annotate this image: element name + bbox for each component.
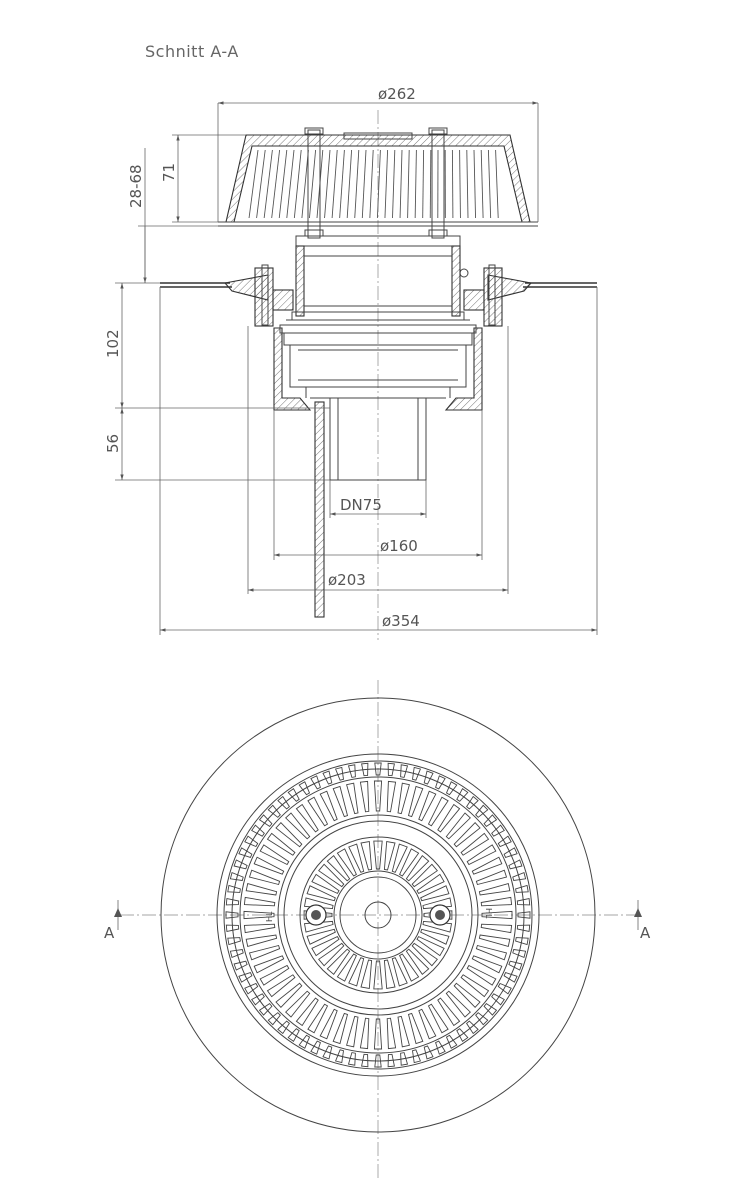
section-mark-right: A [640,924,651,942]
dim-354: ø354 [382,612,420,630]
section-marker-right: A [634,900,651,942]
screw-left [305,904,327,926]
dim-dn75: DN75 [340,496,382,514]
mount-label-right: HL [484,908,493,919]
gravel-guard [218,127,538,239]
dimensions: ø262 71 28-68 102 56 DN75 [104,85,598,635]
dim-262: ø262 [378,85,416,103]
dim-28-68: 28-68 [127,164,145,208]
screw-right [429,904,451,926]
flange-outer-circle [160,697,596,1133]
mount-label-left: HL [265,911,274,922]
dim-102: 102 [104,329,122,358]
plan-view: HL HL A A [104,680,651,1180]
section-view: Schnitt A-A [104,42,598,640]
sleeve-wall [314,401,325,618]
clamp-flanges [254,264,503,327]
guard-louvres [248,149,499,219]
guard-middle-slots [243,780,513,1050]
outlet-pipe [329,397,427,481]
section-mark-left: A [104,924,115,942]
body-outer-circle [216,753,540,1077]
guard-inner-ribs [303,840,453,990]
guard-outer-slots [225,762,531,1068]
section-marker-left: A [104,900,122,942]
body-inner-circle [223,760,533,1070]
section-title: Schnitt A-A [145,42,239,61]
upper-extension [286,235,470,321]
dim-56: 56 [104,434,122,453]
dim-71: 71 [160,163,178,182]
guard-outer-circle [231,768,525,1062]
dim-160: ø160 [380,537,418,555]
base-flange [160,274,597,301]
dim-203: ø203 [328,571,366,589]
center-hub [364,901,392,929]
